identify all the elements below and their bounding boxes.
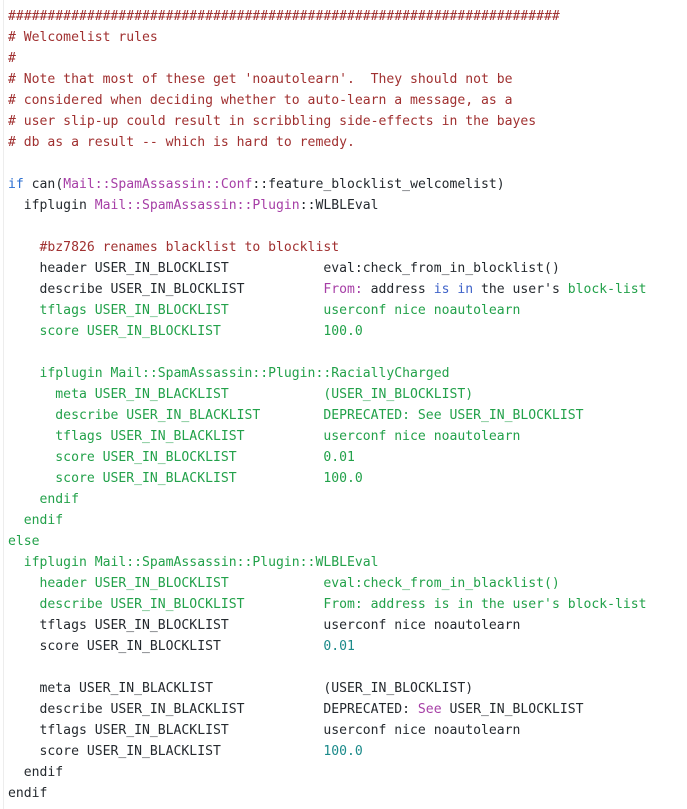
code-token: 0.01 <box>323 639 355 654</box>
code-token: endif <box>8 786 48 801</box>
gutter-rule <box>3 0 4 809</box>
code-token: userconf nice noautolearn <box>323 303 521 318</box>
code-token: address <box>362 282 434 297</box>
code-line: endif <box>8 489 647 510</box>
code-token: describe USER_IN_BLOCKLIST <box>8 597 324 612</box>
code-line: header USER_IN_BLOCKLIST eval:check_from… <box>8 258 647 279</box>
code-token: # user slip-up could result in scribblin… <box>8 114 537 129</box>
code-token: if <box>8 177 24 192</box>
code-token: # <box>8 51 16 66</box>
code-token: score USER_IN_BLACKLIST <box>8 744 324 759</box>
code-token: ::feature_blocklist_welcomelist) <box>252 177 505 192</box>
code-token: ::WLBLEval <box>299 198 379 213</box>
code-line: tflags USER_IN_BLOCKLIST userconf nice n… <box>8 615 647 636</box>
code-line: endif <box>8 783 647 804</box>
code-token: # considered when deciding whether to au… <box>8 93 513 108</box>
code-line: score USER_IN_BLOCKLIST 0.01 <box>8 636 647 657</box>
code-token: score USER_IN_BLACKLIST 100.0 <box>8 471 363 486</box>
code-token: can( <box>23 177 64 192</box>
code-line: describe USER_IN_BLACKLIST DEPRECATED: S… <box>8 699 647 720</box>
code-token: tflags USER_IN_BLOCKLIST userconf nice n… <box>8 618 521 633</box>
code-line: score USER_IN_BLOCKLIST 100.0 <box>8 321 647 342</box>
code-token: ########################################… <box>8 9 560 24</box>
code-line: tflags USER_IN_BLACKLIST userconf nice n… <box>8 426 647 447</box>
code-token: From: <box>323 597 363 612</box>
code-line: # <box>8 48 647 69</box>
code-line: describe USER_IN_BLOCKLIST From: address… <box>8 594 647 615</box>
code-token: else <box>8 534 40 549</box>
code-token: ifplugin Mail::SpamAssassin::Plugin::Rac… <box>8 366 450 381</box>
code-line: ifplugin Mail::SpamAssassin::Plugin::WLB… <box>8 552 647 573</box>
code-token: meta USER_IN_BLACKLIST (USER_IN_BLOCKLIS… <box>8 681 474 696</box>
code-line: meta USER_IN_BLACKLIST (USER_IN_BLOCKLIS… <box>8 384 647 405</box>
code-line: tflags USER_IN_BLOCKLIST userconf nice n… <box>8 300 647 321</box>
code-token: ifplugin <box>8 198 95 213</box>
code-token: header USER_IN_BLOCKLIST <box>8 261 324 276</box>
code-line: # db as a result -- which is hard to rem… <box>8 132 647 153</box>
code-token: the user's <box>473 282 568 297</box>
code-line: #bz7826 renames blacklist to blocklist <box>8 237 647 258</box>
code-token: meta USER_IN_BLACKLIST (USER_IN_BLOCKLIS… <box>8 387 474 402</box>
code-token: From: <box>323 282 363 297</box>
code-line: ########################################… <box>8 6 647 27</box>
code-line: describe USER_IN_BLACKLIST DEPRECATED: S… <box>8 405 647 426</box>
code-token: # Welcomelist rules <box>8 30 158 45</box>
code-line <box>8 216 647 237</box>
code-token: USER_IN_BLOCKLIST <box>441 702 584 717</box>
code-line: score USER_IN_BLACKLIST 100.0 <box>8 741 647 762</box>
code-line: else <box>8 531 647 552</box>
code-line: score USER_IN_BLACKLIST 100.0 <box>8 468 647 489</box>
code-line: meta USER_IN_BLACKLIST (USER_IN_BLOCKLIS… <box>8 678 647 699</box>
code-token: score USER_IN_BLOCKLIST 0.01 <box>8 450 355 465</box>
code-line: ifplugin Mail::SpamAssassin::Plugin::Rac… <box>8 363 647 384</box>
code-line: tflags USER_IN_BLACKLIST userconf nice n… <box>8 720 647 741</box>
code-line: ifplugin Mail::SpamAssassin::Plugin::WLB… <box>8 195 647 216</box>
code-token: 100.0 <box>323 324 363 339</box>
code-line: endif <box>8 510 647 531</box>
code-line: # considered when deciding whether to au… <box>8 90 647 111</box>
code-token: is in <box>433 282 474 297</box>
code-token: # db as a result -- which is hard to rem… <box>8 135 355 150</box>
code-token: score USER_IN_BLOCKLIST <box>8 324 324 339</box>
code-token: Mail::SpamAssassin::Plugin <box>94 198 300 213</box>
code-line <box>8 153 647 174</box>
code-line <box>8 342 647 363</box>
code-token: tflags USER_IN_BLACKLIST userconf nice n… <box>8 723 521 738</box>
code-token: eval:check_from_in_blocklist() <box>323 261 560 276</box>
code-line: # Note that most of these get 'noautolea… <box>8 69 647 90</box>
code-line: score USER_IN_BLOCKLIST 0.01 <box>8 447 647 468</box>
code-token: score USER_IN_BLOCKLIST <box>8 639 324 654</box>
code-line: # Welcomelist rules <box>8 27 647 48</box>
code-line: endif <box>8 762 647 783</box>
code-token: block-list <box>567 597 647 612</box>
code-token: block-list <box>567 282 647 297</box>
code-token: Mail::SpamAssassin::Conf <box>63 177 253 192</box>
code-line: if can(Mail::SpamAssassin::Conf::feature… <box>8 174 647 195</box>
code-token: describe USER_IN_BLACKLIST DEPRECATED: S… <box>8 408 584 423</box>
code-token: address is in the user's <box>362 597 568 612</box>
code-token: #bz7826 renames blacklist to blocklist <box>8 240 340 255</box>
code-content[interactable]: ########################################… <box>0 0 647 804</box>
code-token: endif <box>8 492 79 507</box>
code-token: endif <box>8 513 64 528</box>
code-line: describe USER_IN_BLOCKLIST From: address… <box>8 279 647 300</box>
code-token: tflags USER_IN_BLOCKLIST <box>8 303 324 318</box>
code-token: describe USER_IN_BLOCKLIST <box>8 282 324 297</box>
code-line: header USER_IN_BLOCKLIST eval:check_from… <box>8 573 647 594</box>
code-token: header USER_IN_BLOCKLIST eval:check_from… <box>8 576 560 591</box>
code-line: # user slip-up could result in scribblin… <box>8 111 647 132</box>
code-token: 100.0 <box>323 744 363 759</box>
code-token: describe USER_IN_BLACKLIST DEPRECATED: <box>8 702 418 717</box>
code-token: # Note that most of these get 'noautolea… <box>8 72 513 87</box>
code-line <box>8 657 647 678</box>
code-token: See <box>417 702 442 717</box>
code-token: endif <box>8 765 64 780</box>
code-token: tflags USER_IN_BLACKLIST userconf nice n… <box>8 429 521 444</box>
code-token: ifplugin Mail::SpamAssassin::Plugin::WLB… <box>8 555 379 570</box>
